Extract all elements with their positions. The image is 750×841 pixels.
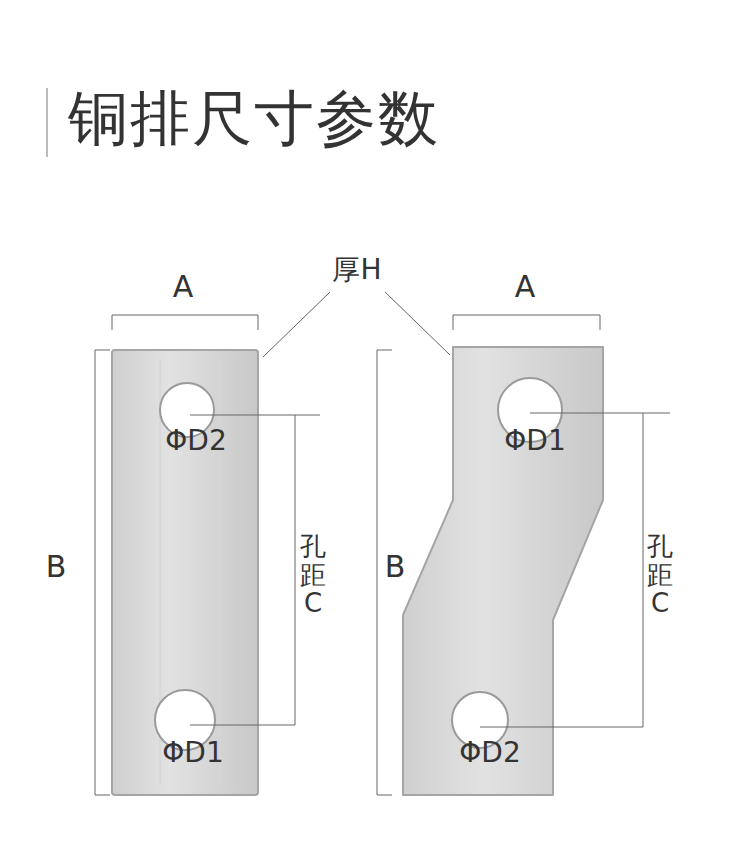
dimension-lines [95, 292, 670, 795]
hole-label: ΦD2 [165, 427, 226, 455]
title-bar [46, 88, 48, 157]
page-title: 铜排尺寸参数 [68, 82, 440, 154]
hole-label: ΦD2 [459, 739, 520, 767]
hole-label: ΦD1 [504, 427, 565, 455]
straight-busbar [112, 350, 258, 795]
dimension-label: A [515, 272, 536, 302]
offset-busbar [403, 347, 603, 795]
hole-spacing-label: 孔距C [300, 532, 326, 618]
dimension-label: A [173, 272, 194, 302]
thickness-label: 厚H [332, 256, 381, 284]
hole-label: ΦD1 [162, 739, 223, 767]
hole-spacing-label: 孔距C [647, 532, 673, 618]
dimension-label: B [46, 552, 67, 582]
dimension-label: B [385, 552, 406, 582]
